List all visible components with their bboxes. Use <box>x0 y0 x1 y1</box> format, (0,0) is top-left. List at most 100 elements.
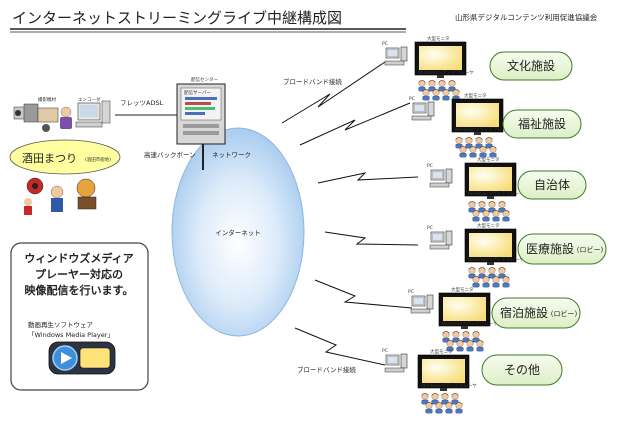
player-caption-1: 動画再生ソフトウェア <box>28 320 94 329</box>
audience-person-icon <box>422 88 430 101</box>
pc-icon <box>429 168 453 188</box>
info-line-2: プレーヤー対応の <box>35 267 123 281</box>
audience-person-icon <box>455 401 463 414</box>
audience-person-icon <box>492 209 500 222</box>
site-display-label: 大型モニタ <box>451 286 474 293</box>
site-pc-label: PC <box>409 96 415 102</box>
pc-icon <box>410 294 434 314</box>
distribution-center-label: 配信センター <box>191 76 218 83</box>
capture-device-label: 撮影機材 <box>38 96 56 103</box>
connection-municipal <box>317 172 419 184</box>
facility-name: その他 <box>504 363 540 377</box>
audience-person-icon <box>482 209 490 222</box>
festival-float-icon <box>76 178 96 198</box>
audience-person-icon <box>442 88 450 101</box>
distribution-server: 配信センター 配信サーバー <box>176 76 226 145</box>
site-player-label: Windowsメディアプレーヤ <box>421 382 477 389</box>
pc-icon <box>384 353 408 373</box>
pc-icon <box>429 230 453 250</box>
facility-name: 福祉施設 <box>518 116 566 131</box>
site-display-label: 大型モニタ <box>477 222 500 229</box>
facility-badge <box>491 297 581 329</box>
facility-badge <box>489 51 573 81</box>
facility-name: 文化施設 <box>507 58 555 73</box>
audience-person-icon <box>466 339 474 352</box>
audience-person-icon <box>489 145 497 158</box>
encoder-label: エンコーダ <box>78 96 101 103</box>
site-pc-label: PC <box>427 163 433 169</box>
site-1: PC 大型モニタ Windowsメディアプレーヤ 文化施設 <box>382 35 573 101</box>
site-display-label: 大型モニタ <box>464 92 487 99</box>
site-player-label: Windowsメディアプレーヤ <box>418 69 474 76</box>
audience-person-icon <box>492 275 500 288</box>
windows-media-player-icon <box>48 341 116 375</box>
audience-person-icon <box>472 209 480 222</box>
audience-person-icon <box>502 275 510 288</box>
site-pc-label: PC <box>382 41 388 47</box>
connection-welfare <box>299 102 411 146</box>
audience-person-icon <box>472 275 480 288</box>
festival-sub-label: (酒田市街地) <box>85 156 111 163</box>
info-line-1: ウィンドウズメディア <box>24 251 133 265</box>
pc-icon <box>411 101 435 121</box>
site-player-label: Windowsメディアプレーヤ <box>468 256 524 263</box>
network-label: ネットワーク <box>212 151 251 159</box>
organization-name: 山形県デジタルコンテンツ利用促進協議会 <box>455 12 598 22</box>
site-pc-label: PC <box>427 225 433 231</box>
broadband-label-bottom: ブロードバンド接続 <box>297 365 356 374</box>
facility-badge <box>502 109 582 139</box>
flets-adsl-label: フレッツADSL <box>120 99 164 107</box>
site-2: PC 大型モニタ Windowsメディアプレーヤ福祉施設 <box>409 92 582 158</box>
sakata-festival-bubble <box>9 139 121 175</box>
site-player-label: Windowsメディアプレーヤ <box>442 320 498 327</box>
connection-lines <box>281 61 419 366</box>
broadband-label-top: ブロードバンド接続 <box>283 77 342 86</box>
audience-person-icon <box>476 339 484 352</box>
info-line-3: 映像配信を行います。 <box>25 283 134 297</box>
audience-person-icon <box>452 88 460 101</box>
audience-person-icon <box>502 209 510 222</box>
site-player-label: Windowsメディアプレーヤ <box>468 190 524 197</box>
site-display-label: 大型モニタ <box>477 156 500 163</box>
player-caption-2: 「Windows Media Player」 <box>28 331 114 339</box>
distribution-server-label: 配信サーバー <box>184 89 211 96</box>
facility-badge <box>517 233 607 265</box>
source-equipment: 撮影機材 エンコーダ <box>13 96 111 132</box>
site-6: PC 大型モニタ Windowsメディアプレーヤ その他 <box>382 348 563 414</box>
audience-person-icon <box>482 275 490 288</box>
sakata-festival-label: 酒田まつり <box>22 152 77 165</box>
audience-person-icon <box>432 88 440 101</box>
facility-name: 自治体 <box>534 178 570 192</box>
connection-lodging <box>314 279 413 309</box>
site-display-label: 大型モニタ <box>430 348 453 355</box>
facility-name: 宿泊施設 <box>500 305 548 320</box>
diagram-title: インターネットストリーミングライブ中継構成図 <box>12 9 342 27</box>
connection-medical <box>324 231 419 246</box>
audience-person-icon <box>425 401 433 414</box>
connection-culture <box>281 61 386 124</box>
audience-person-icon <box>479 145 487 158</box>
audience-person-icon <box>469 145 477 158</box>
site-pc-label: PC <box>382 348 388 354</box>
site-pc-label: PC <box>408 289 414 295</box>
facility-badge <box>481 354 563 386</box>
facility-name: 医療施設 <box>526 241 574 256</box>
audience-person-icon <box>459 145 467 158</box>
festival-illustration <box>24 177 97 215</box>
camera-lens-icon <box>15 110 21 116</box>
operator-icon <box>60 106 72 118</box>
site-player-label: Windowsメディアプレーヤ <box>455 126 511 133</box>
backbone-label: 高速バックボーン <box>144 150 196 159</box>
facility-suffix: (ロビー) <box>577 245 604 254</box>
audience-person-icon <box>435 401 443 414</box>
audience-person-icon <box>456 339 464 352</box>
audience-person-icon <box>445 401 453 414</box>
internet-label: インターネット <box>215 228 261 237</box>
site-display-label: 大型モニタ <box>427 35 450 42</box>
internet-cloud <box>171 127 305 337</box>
facility-badge <box>517 170 587 200</box>
